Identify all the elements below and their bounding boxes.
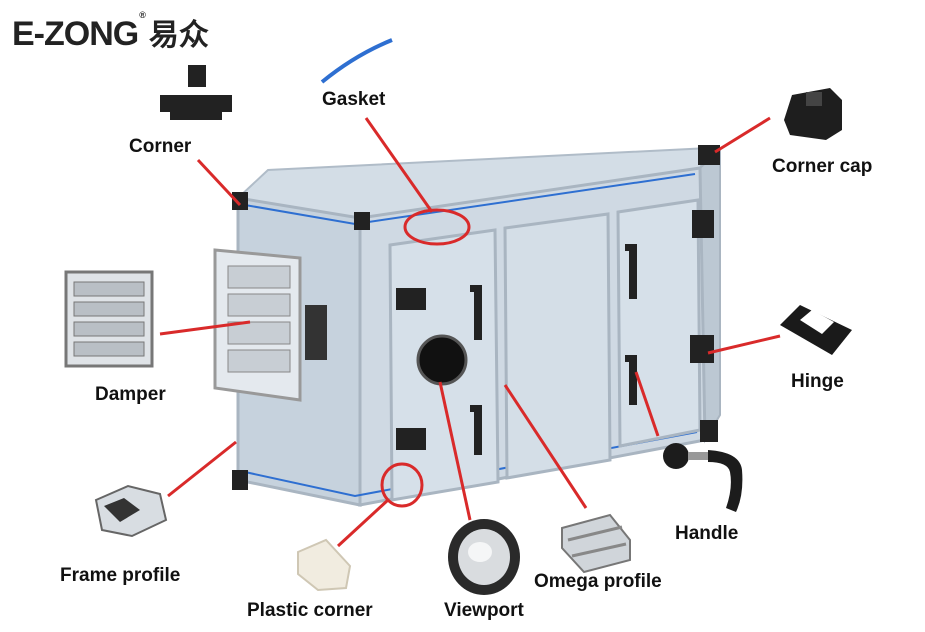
callout-frame-profile xyxy=(167,440,237,498)
corner-cap-part xyxy=(784,88,842,140)
callout-gasket xyxy=(364,117,434,213)
omega-profile-part xyxy=(561,513,631,574)
callout-corner-cap xyxy=(714,116,771,154)
label-plastic-corner: Plastic corner xyxy=(247,600,373,621)
brand-logo: E-ZONG®易众 xyxy=(12,10,209,54)
callout-handle xyxy=(634,371,660,437)
frame-profile-part xyxy=(94,484,168,538)
viewport-part xyxy=(448,519,520,595)
corner-part xyxy=(160,65,232,120)
callout-lines xyxy=(159,116,781,548)
logo-cn: 易众 xyxy=(148,19,209,52)
callout-corner xyxy=(196,158,242,207)
callout-gasket-ring xyxy=(403,208,471,246)
callout-damper xyxy=(159,320,251,336)
label-damper: Damper xyxy=(95,384,166,405)
label-gasket: Gasket xyxy=(322,89,386,110)
label-frame-profile: Frame profile xyxy=(60,565,181,586)
callout-hinge xyxy=(707,334,781,355)
callout-plastic-corner-ring xyxy=(380,462,424,508)
callout-omega-profile xyxy=(503,384,588,509)
label-viewport: Viewport xyxy=(444,600,524,621)
callout-plastic-corner xyxy=(336,498,390,548)
callout-viewport xyxy=(438,381,472,521)
label-corner: Corner xyxy=(129,136,192,157)
logo-text: E-ZONG xyxy=(12,15,139,53)
label-hinge: Hinge xyxy=(791,371,844,392)
registered-mark: ® xyxy=(139,10,146,20)
gasket-strip xyxy=(320,38,393,84)
label-corner-cap: Corner cap xyxy=(772,156,873,177)
handle-part xyxy=(663,443,743,512)
label-handle: Handle xyxy=(675,523,739,544)
plastic-corner-part xyxy=(297,538,352,592)
hinge-part xyxy=(780,305,852,355)
damper-part xyxy=(64,270,154,368)
label-omega-profile: Omega profile xyxy=(534,571,662,592)
air-handling-unit xyxy=(213,145,721,507)
